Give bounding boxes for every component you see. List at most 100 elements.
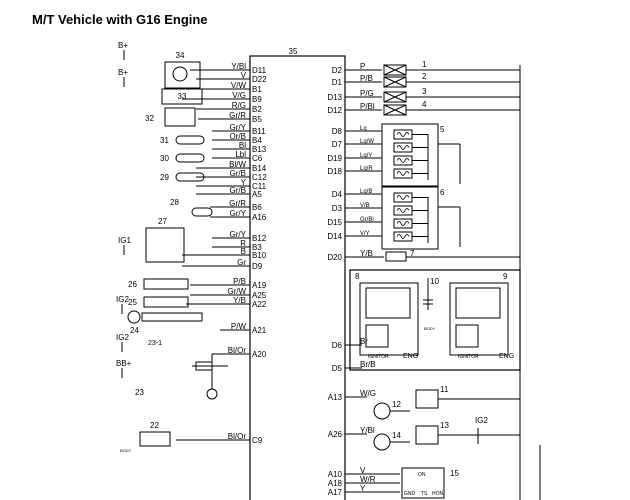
right-pin-label: D20 [327, 253, 342, 262]
component-15-pin: GND [404, 491, 416, 497]
relay-number: 11 [440, 385, 449, 394]
sensor-number: 31 [160, 136, 169, 145]
left-pin-label: C12 [252, 173, 267, 182]
resistor-24-array [141, 312, 203, 322]
left-wire-label: Y/Bl [231, 62, 246, 71]
left-wire-label: Gr/Y [230, 230, 247, 239]
left-wire-label: Lbl [235, 150, 246, 159]
coil-8-box [365, 287, 411, 319]
right-wire-label: Br/B [360, 360, 376, 369]
left-pin-label: A22 [252, 300, 267, 309]
coil-element [393, 231, 413, 242]
right-wire-label: V [360, 466, 366, 475]
injector-x [383, 64, 407, 76]
left-pin-label: B2 [252, 105, 262, 114]
coil-block-5 [381, 123, 439, 187]
left-pin-label: A25 [252, 291, 267, 300]
right-pin-label: A10 [328, 470, 343, 479]
component-33-box [161, 88, 203, 105]
component-27-number: 27 [158, 217, 167, 226]
ignitor-8-number: 8 [355, 272, 360, 281]
coil-element [393, 205, 413, 216]
coil-symbol [396, 132, 410, 137]
component-26-number: 26 [128, 280, 137, 289]
left-wire-label: Bl [239, 141, 246, 150]
supply-label-ig2: IG2 [475, 416, 488, 425]
ecm-box [249, 55, 346, 500]
right-pin-label: D1 [332, 78, 343, 87]
left-pin-label: B1 [252, 85, 262, 94]
component-28-number: 28 [170, 198, 179, 207]
coil-element [393, 155, 413, 166]
component-22-number: 22 [150, 421, 159, 430]
right-wire-label: Gr/Bl [360, 217, 374, 223]
injector-x [383, 91, 407, 103]
right-wire-label: Lg/Y [360, 153, 372, 159]
left-wire-label: Y/B [233, 296, 246, 305]
left-pin-label: B10 [252, 251, 267, 260]
component-33-number: 33 [178, 92, 187, 101]
switch-22-box [139, 431, 171, 447]
sensor-34-symbol [172, 66, 188, 82]
right-pin-label: A17 [328, 488, 343, 497]
left-wire-label: Gr/B [230, 186, 246, 195]
right-pin-label: D4 [332, 190, 343, 199]
left-pin-label: A20 [252, 350, 267, 359]
coil-symbol [396, 171, 410, 176]
left-pin-label: B14 [252, 164, 267, 173]
sensor-29 [175, 172, 205, 182]
right-pin-label: D6 [332, 341, 343, 350]
component-23-1-number: 23-1 [148, 340, 162, 347]
left-pin-label: D11 [252, 66, 267, 75]
left-pin-label: B5 [252, 115, 262, 124]
right-pin-label: D3 [332, 204, 343, 213]
right-wire-label: P [360, 62, 365, 71]
sensor-number: 30 [160, 154, 169, 163]
left-pin-label: B11 [252, 127, 266, 136]
sensor-34-box [164, 61, 201, 89]
component-15-number: 15 [450, 469, 459, 478]
left-wire-label: P/B [233, 277, 246, 286]
motor-24-symbol [127, 310, 141, 324]
sensor-28 [191, 207, 213, 217]
right-wire-label: V/B [360, 203, 370, 209]
ignitor-9-switch [455, 324, 479, 348]
left-pin-label: A5 [252, 190, 262, 199]
ignitor-label: IGNITOR [368, 354, 389, 360]
coil-block-number: 5 [440, 125, 445, 134]
left-pin-label: C9 [252, 436, 263, 445]
left-wire-label: Gr/Y [230, 209, 247, 218]
left-wire-label: Bl/Or [228, 346, 247, 355]
supply-label: B+ [118, 41, 128, 50]
coil-symbol [396, 145, 410, 150]
ignition-frame [349, 269, 521, 371]
component-32-number: 32 [145, 114, 154, 123]
left-wire-label: B [241, 247, 246, 256]
lamp-symbol [206, 388, 218, 400]
right-pin-label: D14 [327, 232, 342, 241]
right-pin-label: D5 [332, 364, 343, 373]
right-pin-label: D2 [332, 66, 343, 75]
coil-element [393, 129, 413, 140]
left-wire-label: Gr/Y [230, 123, 247, 132]
left-wire-label: Gr/R [229, 111, 246, 120]
injector-number: 2 [422, 72, 427, 81]
component-15-pin: TS [421, 491, 428, 497]
coil-symbol [396, 208, 410, 213]
left-pin-label: A21 [252, 326, 267, 335]
right-wire-label: Y [360, 484, 366, 493]
coil-block-number: 6 [440, 188, 445, 197]
right-wire-label: Lg/R [360, 166, 373, 172]
right-pin-label: D7 [332, 140, 343, 149]
left-wire-label: Or/B [230, 132, 246, 141]
ignitor-9-number: 9 [503, 272, 508, 281]
capacitor-10-number: 10 [430, 277, 439, 286]
left-pin-label: D9 [252, 262, 263, 271]
relay-11-box [415, 389, 439, 409]
coil-element [393, 218, 413, 229]
right-wire-label: Br [360, 337, 368, 346]
right-wire-label: W/G [360, 389, 376, 398]
body-ground-label: BODY [424, 326, 436, 331]
right-wire-label: V/Y [360, 231, 370, 237]
